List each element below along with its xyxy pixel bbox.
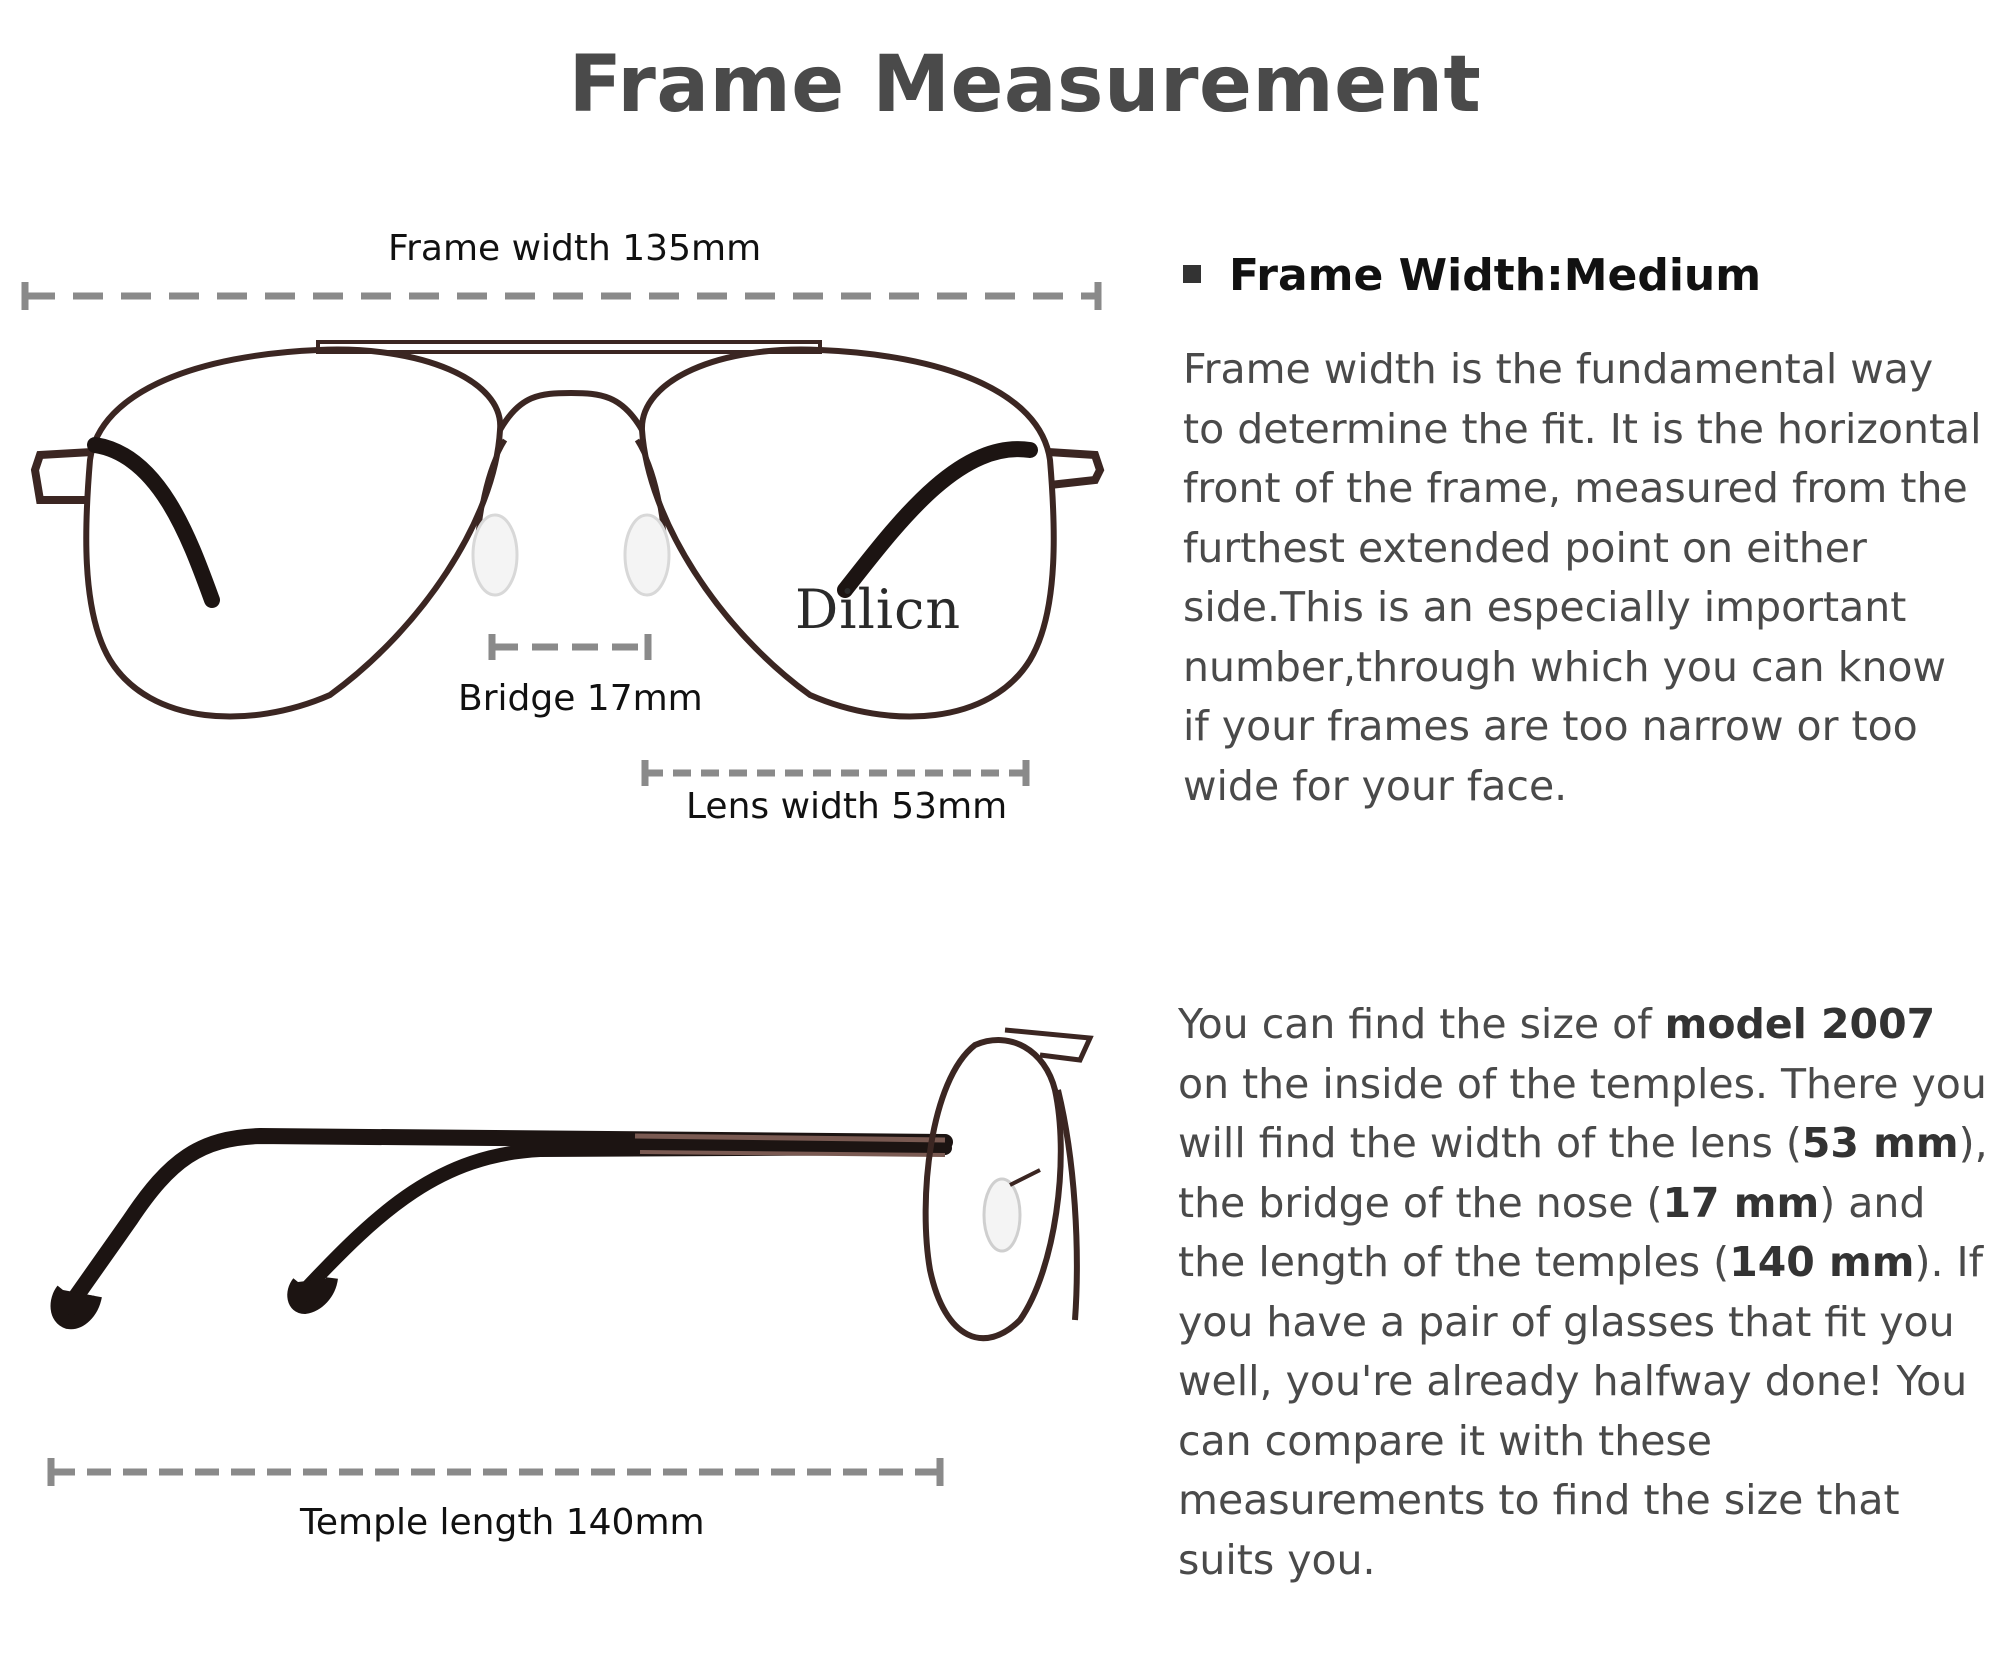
temple-length-line <box>47 1458 944 1486</box>
temple-size: 140 mm <box>1729 1238 1915 1286</box>
lens-size: 53 mm <box>1801 1119 1959 1167</box>
brand-logo: Dilicn <box>795 578 962 641</box>
frame-width-line <box>21 282 1102 310</box>
model-number: model 2007 <box>1664 1000 1936 1048</box>
temple-length-label: Temple length 140mm <box>300 1502 705 1543</box>
text-run: ) and the length of the temples ( <box>1178 1178 1926 1287</box>
lens-width-line <box>641 760 1030 786</box>
front-view-glasses <box>30 340 1105 720</box>
page-title: Frame Measurement <box>568 40 1482 130</box>
frame-width-description: Frame width is the fundamental way to de… <box>1183 345 1982 810</box>
bridge-line <box>488 634 652 660</box>
lens-width-label: Lens width 53mm <box>686 786 1008 827</box>
side-view-glasses <box>50 1027 1094 1341</box>
text-run: You can find the size of <box>1178 1000 1665 1048</box>
bridge-label: Bridge 17mm <box>458 678 703 719</box>
frame-width-heading: Frame Width:Medium <box>1183 250 1761 301</box>
heading-text: Frame Width:Medium <box>1229 250 1762 301</box>
model-size-description: You can find the size of model 2007 on t… <box>1178 995 1988 1590</box>
bullet-square-icon <box>1183 265 1201 283</box>
bridge-size: 17 mm <box>1662 1178 1820 1227</box>
frame-width-label: Frame width 135mm <box>388 228 762 269</box>
text-run: on the inside of the temples. There you … <box>1178 1059 1987 1168</box>
text-run: ), the bridge of the nose ( <box>1178 1119 1988 1227</box>
text-run: ). If you have a pair of glasses that fi… <box>1178 1238 1984 1584</box>
